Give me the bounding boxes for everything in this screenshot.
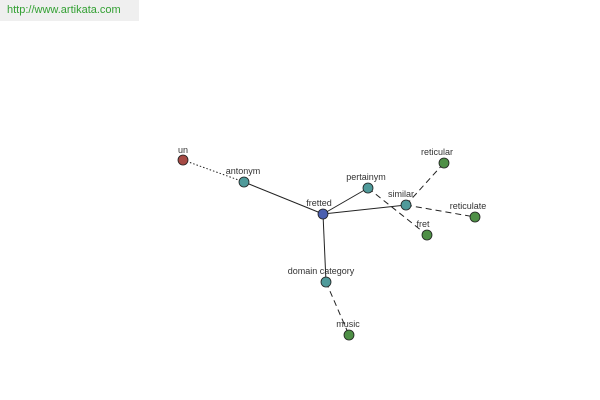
node-un[interactable] xyxy=(177,154,189,166)
node-label-antonym: antonym xyxy=(226,166,261,176)
edges-layer xyxy=(182,159,476,336)
edge-pertainym-to-fret xyxy=(367,187,428,236)
node-music[interactable] xyxy=(343,329,355,341)
node-label-reticulate: reticulate xyxy=(450,201,487,211)
nodes-layer xyxy=(177,154,481,341)
edge-fretted-to-pertainym xyxy=(322,187,369,215)
edge-fretted-to-similar xyxy=(322,204,407,215)
node-label-pertainym: pertainym xyxy=(346,172,386,182)
edge-fretted-to-domain_category xyxy=(322,213,327,283)
node-pertainym[interactable] xyxy=(362,182,374,194)
node-label-domain-category: domain category xyxy=(288,266,355,276)
edge-antonym-to-un xyxy=(182,159,245,183)
node-label-fretted: fretted xyxy=(306,198,332,208)
edge-fretted-to-antonym xyxy=(243,181,324,215)
node-label-reticular: reticular xyxy=(421,147,453,157)
node-reticular[interactable] xyxy=(438,157,450,169)
node-domain-category[interactable] xyxy=(320,276,332,288)
node-label-fret: fret xyxy=(416,219,430,229)
source-url-banner[interactable]: http://www.artikata.com xyxy=(0,0,139,21)
node-fret[interactable] xyxy=(421,229,433,241)
node-label-un: un xyxy=(178,145,188,155)
edge-similar-to-reticulate xyxy=(405,204,476,218)
node-label-similar: similar xyxy=(388,189,414,199)
node-reticulate[interactable] xyxy=(469,211,481,223)
node-label-music: music xyxy=(336,319,360,329)
node-similar[interactable] xyxy=(400,199,412,211)
node-fretted[interactable] xyxy=(317,208,329,220)
node-antonym[interactable] xyxy=(238,176,250,188)
